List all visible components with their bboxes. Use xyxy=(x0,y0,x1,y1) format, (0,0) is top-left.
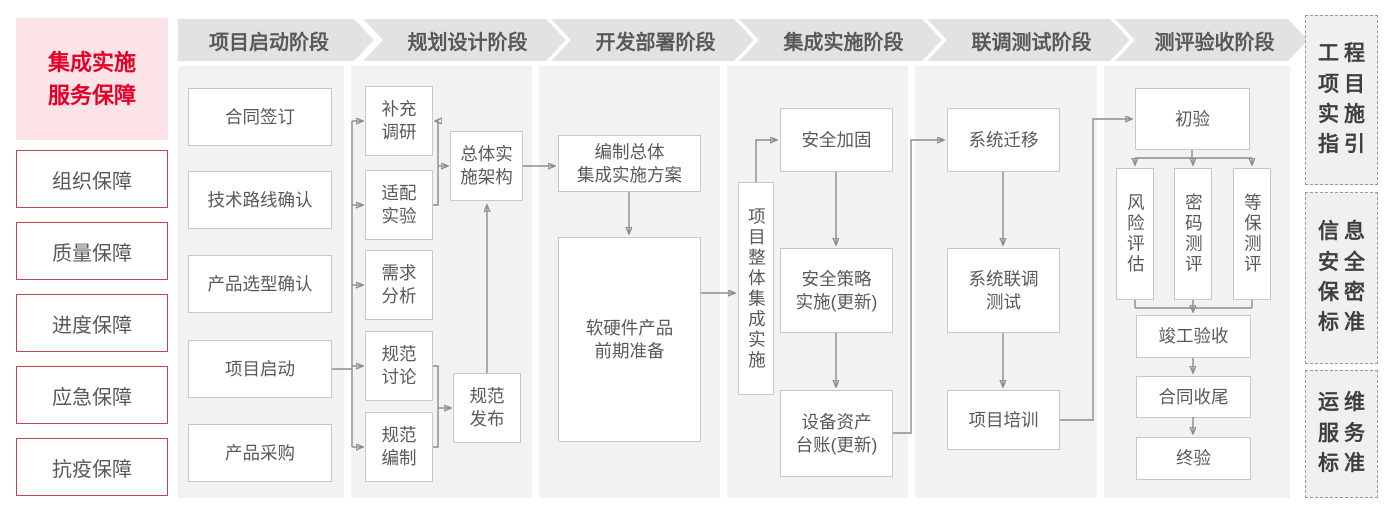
flow-step: 系统联调 测试 xyxy=(947,248,1060,333)
phase-header: 联调测试阶段 xyxy=(927,19,1130,61)
sidebar-title: 集成实施 服务保障 xyxy=(16,18,168,140)
flow-step: 安全加固 xyxy=(780,108,893,172)
flow-step: 等保测评 xyxy=(1233,168,1271,300)
flow-step: 产品采购 xyxy=(188,424,332,482)
flow-step: 需求 分析 xyxy=(365,250,433,320)
flow-step: 系统迁移 xyxy=(947,108,1060,172)
sidebar-guarantee-item: 抗疫保障 xyxy=(16,438,168,496)
standard-box: 信息 安全 保密 标准 xyxy=(1305,192,1378,364)
flow-step: 项目培训 xyxy=(947,390,1060,450)
standard-box: 工程 项目 实施 指引 xyxy=(1305,15,1378,185)
flow-step: 技术路线确认 xyxy=(188,171,332,229)
flow-step: 终验 xyxy=(1136,437,1251,480)
flow-step: 适配 实验 xyxy=(365,170,433,240)
flow-step: 合同签订 xyxy=(188,88,332,146)
flow-step: 规范 发布 xyxy=(453,373,521,443)
flow-step: 编制总体 集成实施方案 xyxy=(558,135,701,192)
flow-step: 密码测评 xyxy=(1174,168,1212,300)
flow-step: 规范 讨论 xyxy=(365,331,433,401)
flow-step: 软硬件产品 前期准备 xyxy=(558,237,701,442)
flow-step: 安全策略 实施(更新) xyxy=(780,248,893,333)
phase-header: 测评验收阶段 xyxy=(1115,19,1308,61)
flow-step: 项目启动 xyxy=(188,340,332,398)
phase-header: 集成实施阶段 xyxy=(739,19,942,61)
phase-header: 项目启动阶段 xyxy=(178,19,374,61)
flow-step: 设备资产 台账(更新) xyxy=(780,390,893,477)
flow-step: 规范 编制 xyxy=(365,412,433,482)
flow-step: 风险评估 xyxy=(1116,168,1154,300)
sidebar-guarantee-item: 进度保障 xyxy=(16,294,168,352)
flow-step: 补充 调研 xyxy=(365,86,433,156)
sidebar-guarantee-item: 组织保障 xyxy=(16,150,168,208)
flow-step: 项目整体集成实施 xyxy=(738,182,774,395)
flow-step: 初验 xyxy=(1135,88,1250,150)
sidebar-guarantee-item: 应急保障 xyxy=(16,366,168,424)
flow-step: 合同收尾 xyxy=(1136,376,1251,418)
sidebar-guarantee-item: 质量保障 xyxy=(16,222,168,280)
flow-step: 总体实 施架构 xyxy=(450,131,523,201)
standard-box: 运维 服务 标准 xyxy=(1305,370,1378,498)
flow-step: 产品选型确认 xyxy=(188,255,332,313)
phase-header: 规划设计阶段 xyxy=(363,19,566,61)
phase-header: 开发部署阶段 xyxy=(551,19,754,61)
flow-step: 竣工验收 xyxy=(1136,315,1251,358)
